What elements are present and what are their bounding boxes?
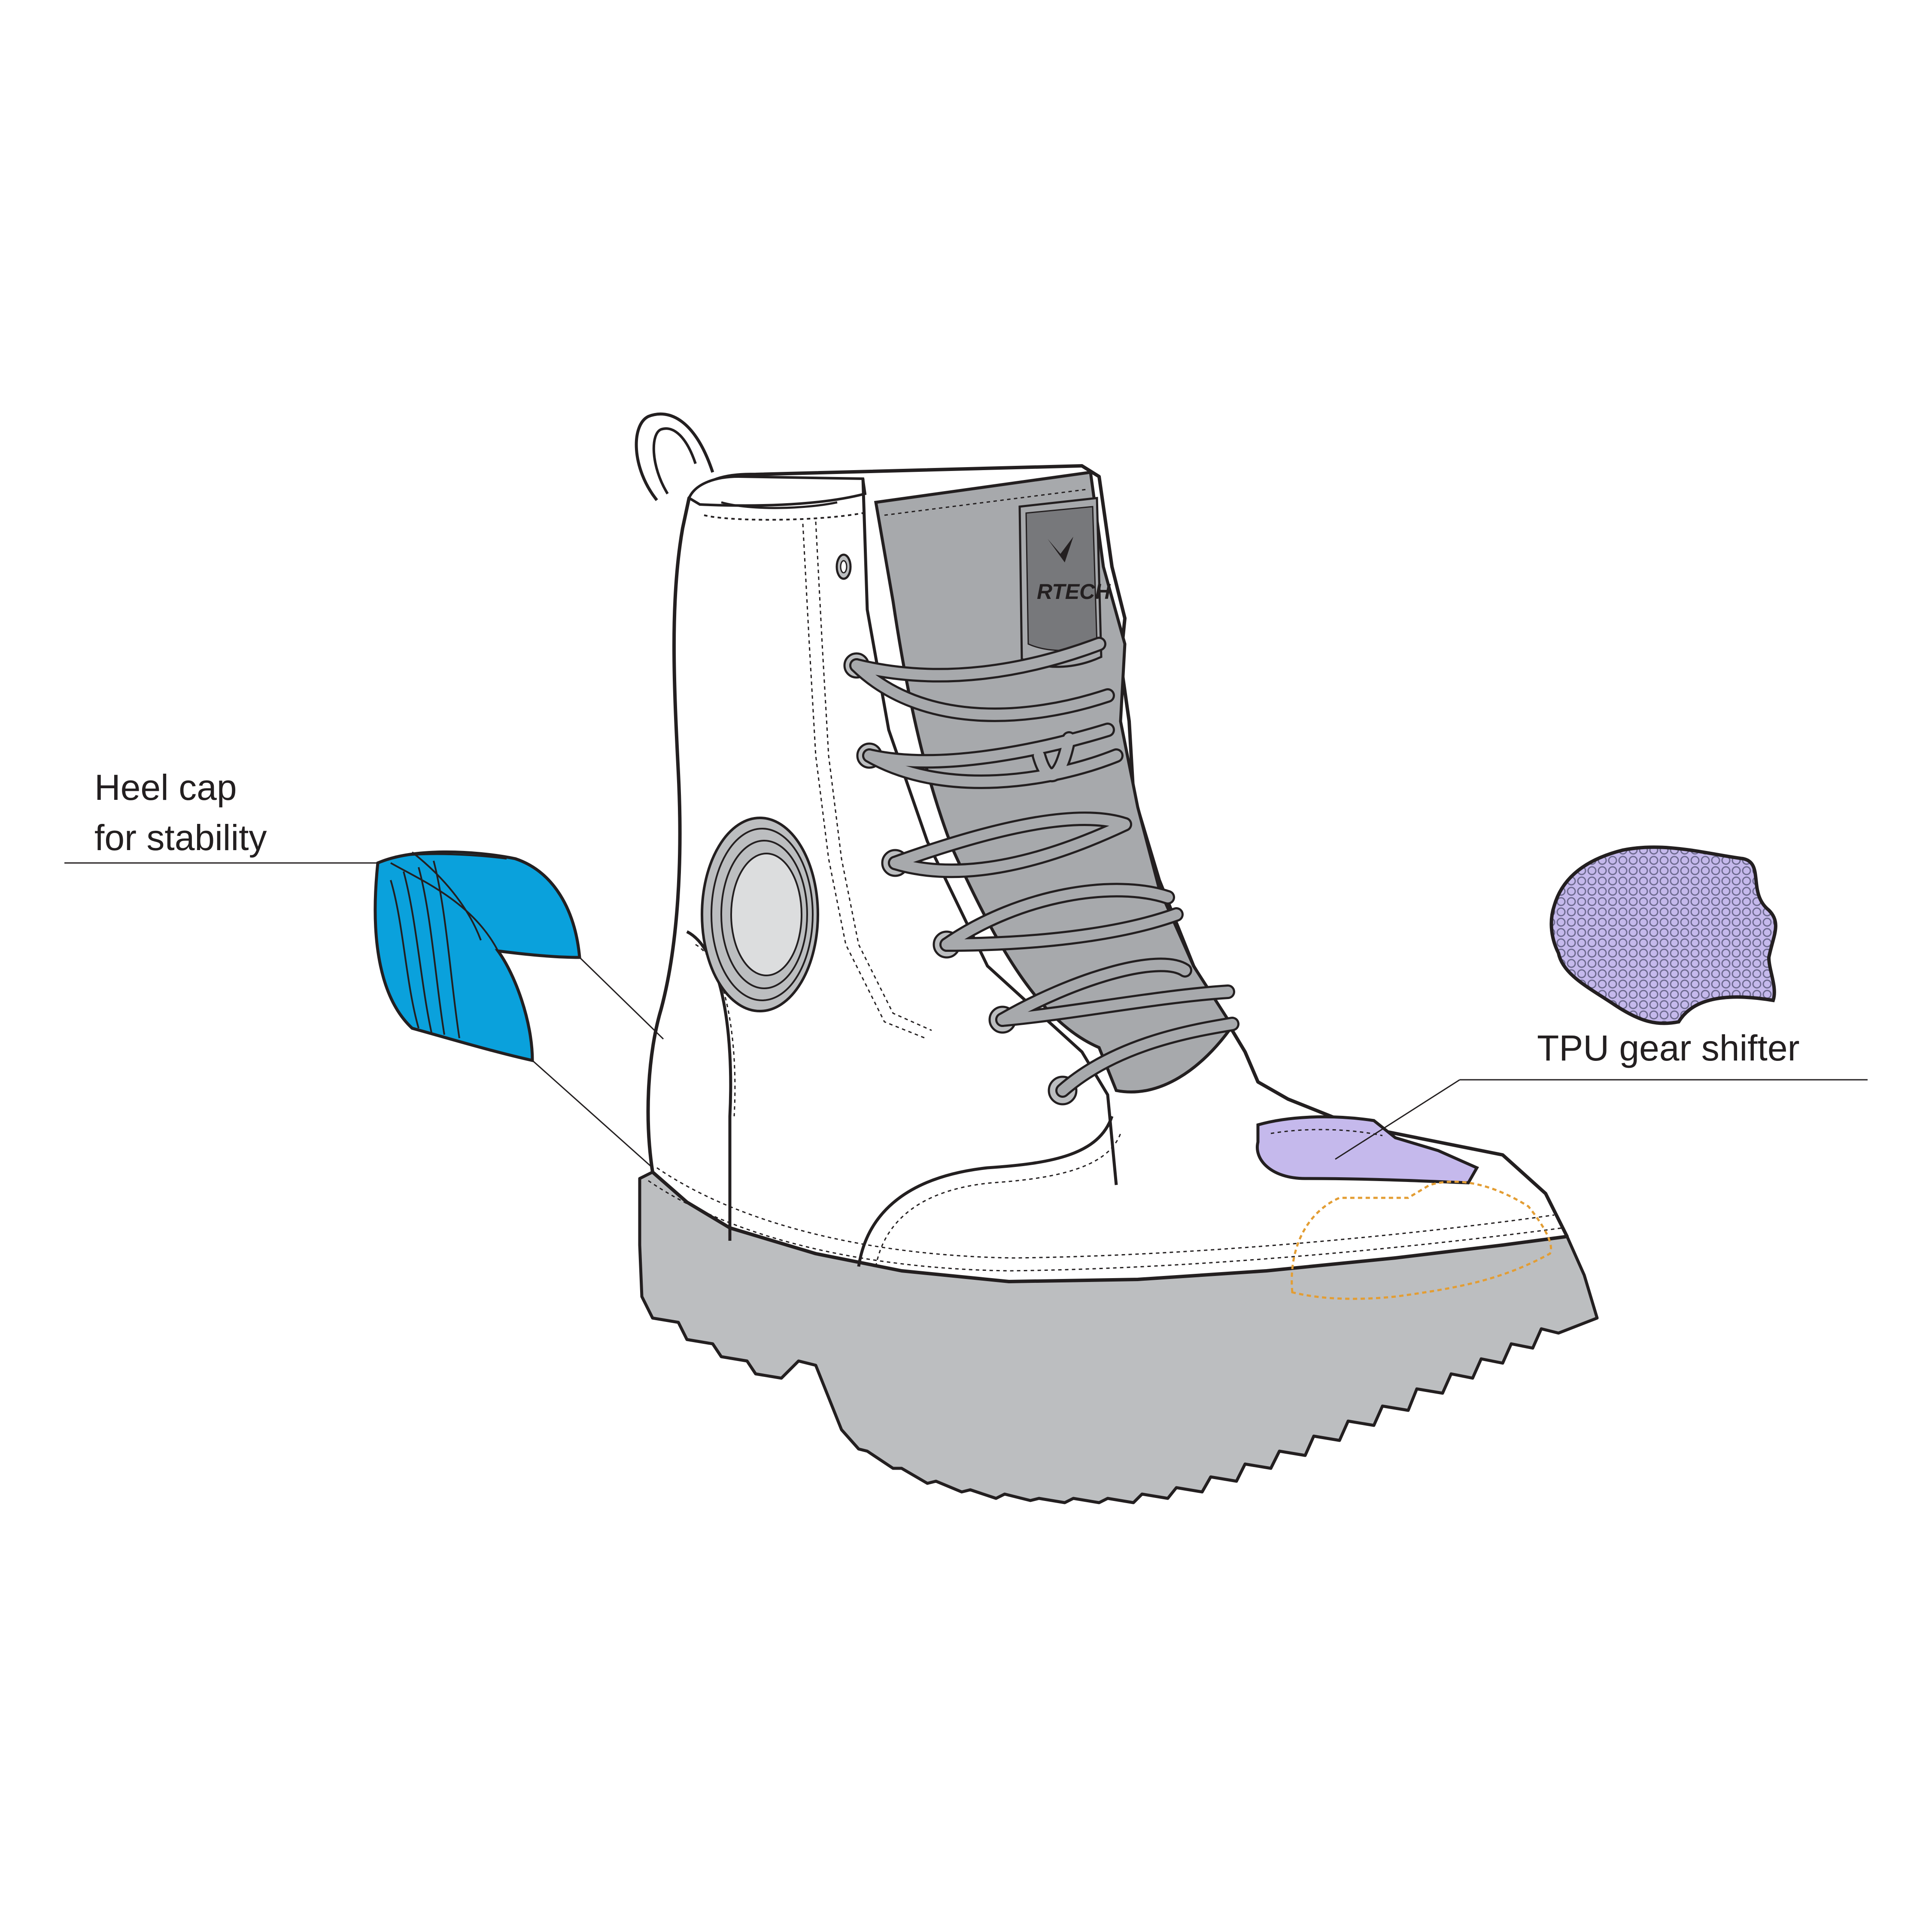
heel-cap-leader-line	[579, 957, 664, 1040]
heel-cap-ribs	[390, 851, 507, 1039]
gear-shifter-label: TPU gear shifter	[1537, 1028, 1800, 1068]
heel-cap-label-line1: Heel cap	[94, 767, 237, 808]
brand-logo-text: RTECH	[1037, 580, 1111, 604]
gear-shifter-callout: TPU gear shifter	[1335, 845, 1868, 1160]
boot-sole	[638, 1170, 1599, 1504]
eyelet	[835, 553, 852, 580]
heel-cap-label-line2: for stability	[94, 817, 267, 858]
gear-shifter-part	[1549, 845, 1777, 1025]
gear-shifter-leader-line	[1335, 1079, 1460, 1160]
boot-laces	[849, 637, 1239, 1098]
gear-shifter-pad	[1256, 1115, 1479, 1185]
heel-cap-callout: Heel cap for stability	[64, 767, 664, 1169]
heel-cap-leader-line	[532, 1060, 653, 1169]
ankle-protector-disc	[701, 817, 819, 1012]
